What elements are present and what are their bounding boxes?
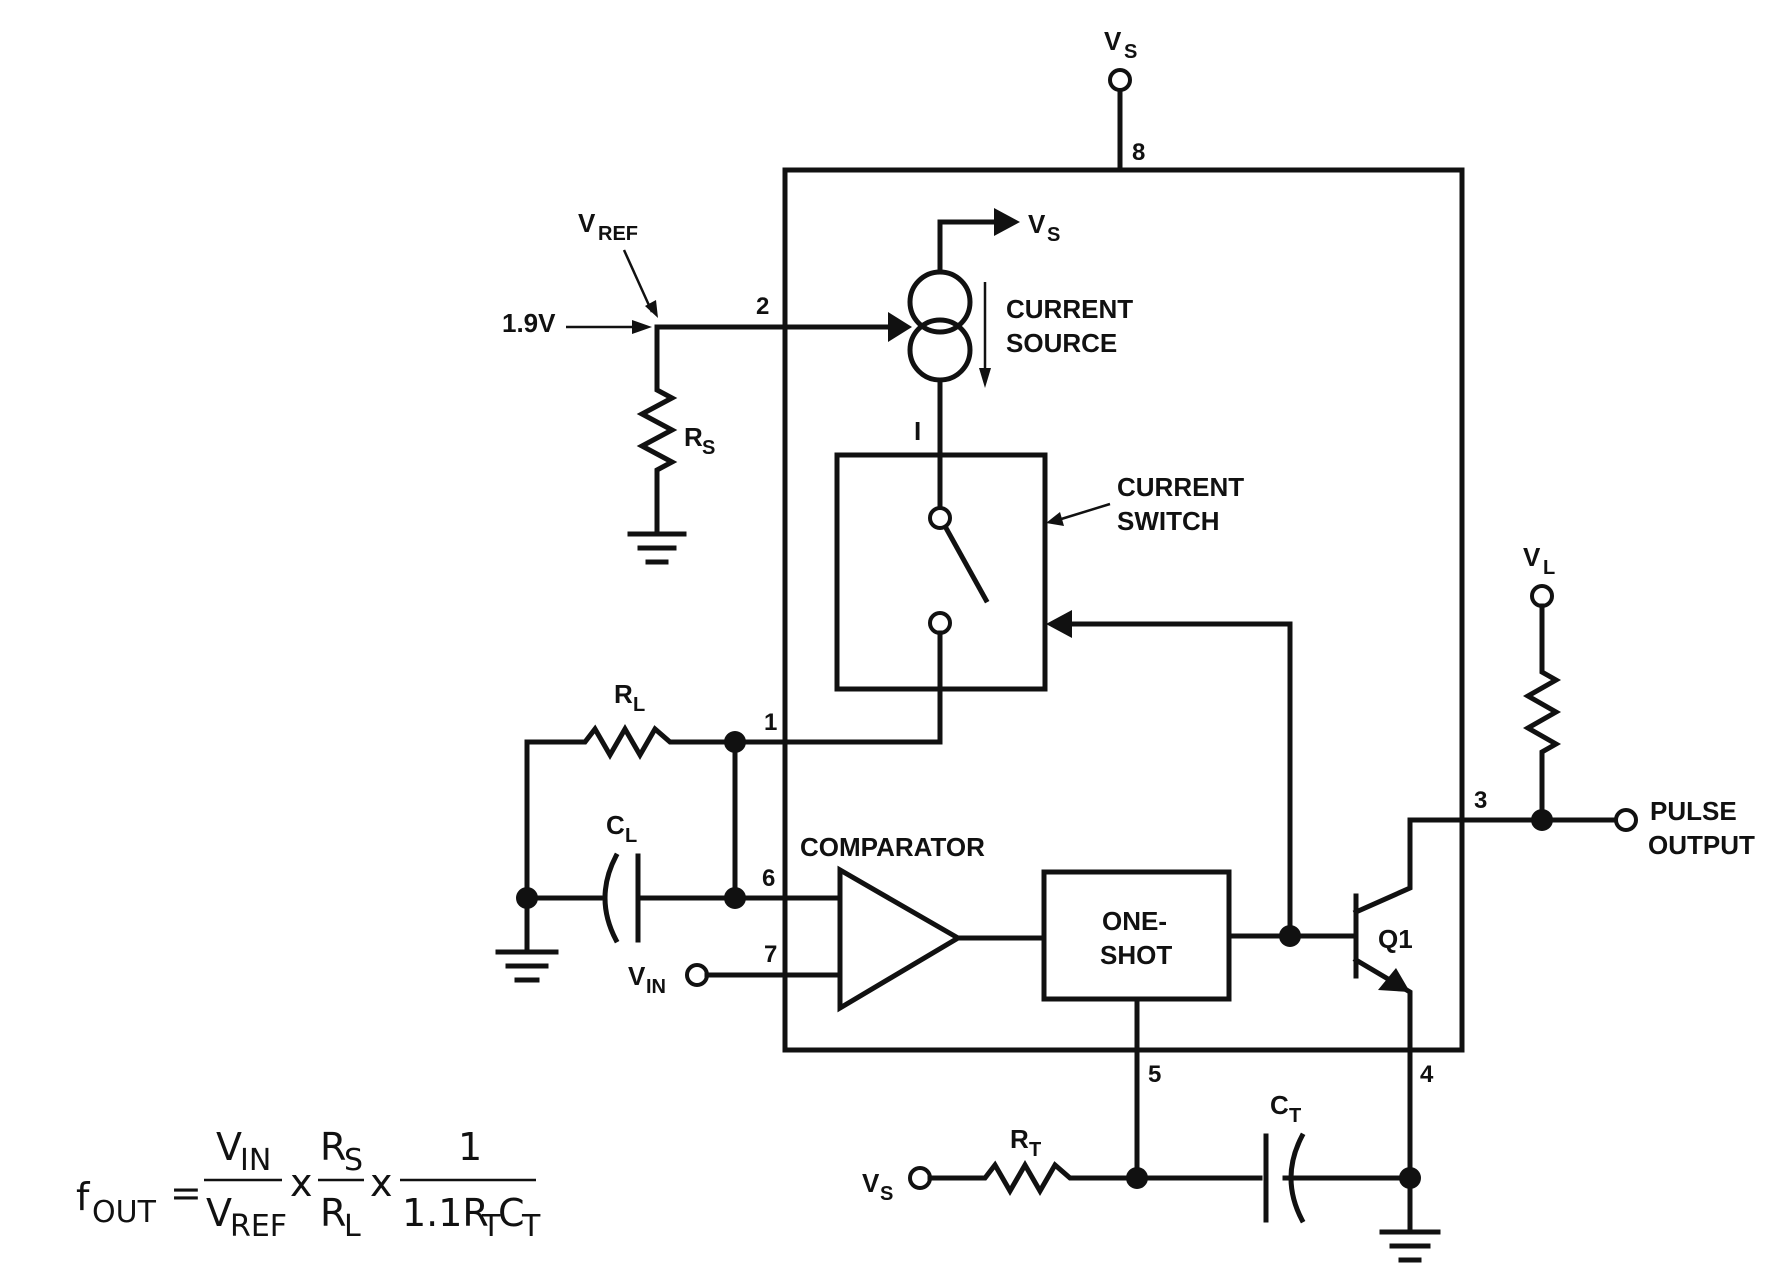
q1-transistor: Q1 3 4 bbox=[1352, 787, 1545, 1181]
current-source: V S CURRENT SOURCE I bbox=[907, 208, 1133, 508]
cl-sub: L bbox=[625, 825, 637, 847]
rl-cl-network: R L 1 C L 6 bbox=[495, 679, 843, 983]
pin-8-label: 8 bbox=[1132, 139, 1145, 166]
frequency-equation: f OUT = V IN V REF x R S R L x 1 1.1R T … bbox=[76, 1125, 541, 1244]
rl-label: R bbox=[614, 679, 633, 709]
ct-label: C bbox=[1270, 1090, 1289, 1120]
eq-f2-num-sub: S bbox=[344, 1143, 363, 1178]
one-shot-block: ONE- SHOT 5 bbox=[1041, 869, 1359, 1181]
comparator-label: COMPARATOR bbox=[800, 832, 985, 862]
eq-equals: = bbox=[170, 1171, 202, 1215]
eq-times-2: x bbox=[370, 1161, 393, 1205]
eq-f1-den: V bbox=[206, 1191, 232, 1235]
v19-label: 1.9V bbox=[502, 308, 556, 338]
eq-f1-num: V bbox=[216, 1125, 242, 1169]
rl-sub: L bbox=[633, 694, 645, 716]
vref-label: V bbox=[578, 208, 596, 238]
eq-f3-num: 1 bbox=[458, 1125, 482, 1169]
vl-label: V bbox=[1523, 542, 1541, 572]
pin-6-label: 6 bbox=[762, 865, 775, 892]
pin-5-label: 5 bbox=[1148, 1061, 1161, 1088]
output-network: V L PULSE OUTPUT bbox=[1522, 542, 1755, 860]
timing-network: V S R T C T bbox=[862, 1090, 1441, 1263]
current-switch: CURRENT SWITCH bbox=[732, 452, 1293, 939]
oneshot-label-1: ONE- bbox=[1102, 906, 1167, 936]
vs-top-label: V bbox=[1104, 26, 1122, 56]
vin-sub: IN bbox=[646, 976, 666, 998]
eq-f3-den-a-sub: T bbox=[481, 1209, 501, 1244]
eq-lhs-sub: OUT bbox=[92, 1195, 157, 1230]
rs-sub: S bbox=[702, 437, 715, 459]
pulse-label-2: OUTPUT bbox=[1648, 830, 1755, 860]
vs-bottom-label: V bbox=[862, 1168, 880, 1198]
current-switch-label-2: SWITCH bbox=[1117, 506, 1220, 536]
pin-3-label: 3 bbox=[1474, 787, 1487, 814]
pin-2-label: 2 bbox=[756, 293, 769, 320]
eq-f2-num: R bbox=[320, 1125, 346, 1169]
current-i-label: I bbox=[914, 416, 921, 446]
q1-label: Q1 bbox=[1378, 924, 1413, 954]
ct-ground-icon bbox=[1379, 1229, 1441, 1263]
eq-f3-den-b: C bbox=[498, 1191, 525, 1235]
eq-f2-den-sub: L bbox=[344, 1209, 361, 1244]
ct-sub: T bbox=[1289, 1105, 1301, 1127]
cl-ground-icon bbox=[495, 949, 559, 983]
pin-1-label: 1 bbox=[764, 709, 777, 736]
eq-f2-den: R bbox=[320, 1191, 346, 1235]
vs-arrow-sub: S bbox=[1047, 224, 1060, 246]
pin-4-label: 4 bbox=[1420, 1061, 1434, 1088]
eq-f3-den-b-sub: T bbox=[521, 1209, 541, 1244]
comparator-block: COMPARATOR V IN 7 bbox=[628, 832, 1047, 1013]
pulse-label-1: PULSE bbox=[1650, 796, 1737, 826]
current-source-label-2: SOURCE bbox=[1006, 328, 1117, 358]
current-source-label-1: CURRENT bbox=[1006, 294, 1133, 324]
eq-lhs: f bbox=[76, 1175, 91, 1219]
vref-sub: REF bbox=[598, 223, 638, 245]
rt-sub: T bbox=[1029, 1139, 1041, 1161]
vl-sub: L bbox=[1543, 557, 1555, 579]
eq-f1-den-sub: REF bbox=[230, 1209, 287, 1244]
eq-f3-den-a: 1.1R bbox=[402, 1191, 489, 1235]
eq-times-1: x bbox=[290, 1161, 313, 1205]
vin-label: V bbox=[628, 961, 646, 991]
eq-f1-num-sub: IN bbox=[240, 1143, 271, 1178]
ic-package-outline bbox=[782, 167, 1465, 1053]
vs-top-sub: S bbox=[1124, 41, 1137, 63]
vs-bottom-sub: S bbox=[880, 1183, 893, 1205]
oneshot-label-2: SHOT bbox=[1100, 940, 1172, 970]
rt-label: R bbox=[1010, 1124, 1029, 1154]
cl-label: C bbox=[606, 810, 625, 840]
vs-top-terminal: V S 8 bbox=[1104, 26, 1145, 173]
rs-label: R bbox=[684, 422, 703, 452]
rs-ground-icon bbox=[627, 531, 687, 565]
pin-7-label: 7 bbox=[764, 941, 777, 968]
vs-arrow-label: V bbox=[1028, 209, 1046, 239]
current-switch-label-1: CURRENT bbox=[1117, 472, 1244, 502]
vref-network: V REF 1.9V 2 R S bbox=[502, 208, 912, 565]
